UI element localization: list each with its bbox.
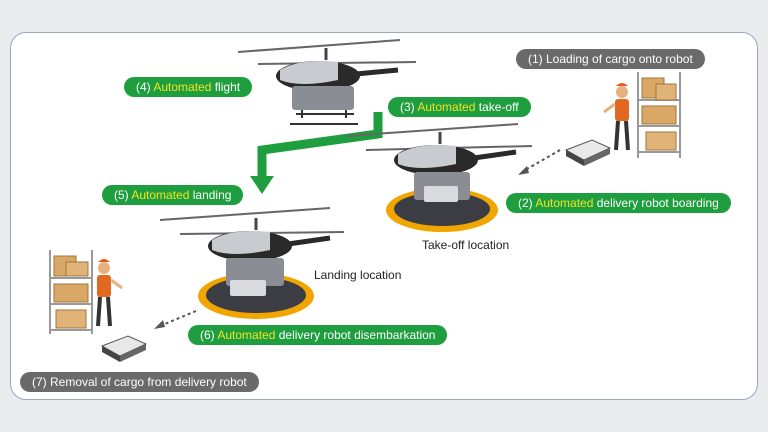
cargo-shelf-icon-loading [637,72,681,158]
step-7-text: (7) Removal of cargo from delivery robot [32,375,247,389]
worker-icon-loading [603,83,630,151]
step-3-label: (3) Automated take-off [388,97,531,117]
helicopter-takeoff-icon [345,123,533,202]
takeoff-location-label: Take-off location [422,238,510,252]
pad-to-robot-arrow [154,310,197,329]
step-5-text: landing [189,188,232,202]
step-6-highlight: Automated [217,328,276,342]
flight-path-arrow [250,112,383,194]
step-4-highlight: Automated [153,80,212,94]
step-5-number: (5) [114,188,132,202]
cargo-shelf-icon-unloading [49,250,93,334]
step-6-number: (6) [200,328,218,342]
step-6-text: delivery robot disembarkation [275,328,436,342]
worker-icon-unloading [96,259,123,327]
step-7-label: (7) Removal of cargo from delivery robot [20,372,259,392]
step-3-highlight: Automated [417,100,476,114]
step-2-highlight: Automated [535,196,594,210]
step-2-text: delivery robot boarding [593,196,719,210]
step-4-label: (4) Automated flight [124,77,253,97]
step-1-text: (1) Loading of cargo onto robot [528,52,693,66]
step-6-label: (6) Automated delivery robot disembarkat… [188,325,448,345]
step-2-label: (2) Automated delivery robot boarding [506,193,731,213]
delivery-robot-icon-loading [564,139,612,166]
step-3-text: take-off [475,100,519,114]
step-1-label: (1) Loading of cargo onto robot [516,49,705,69]
helicopter-landing-icon [159,207,345,296]
step-4-text: flight [211,80,241,94]
step-4-number: (4) [136,80,154,94]
step-5-highlight: Automated [131,188,190,202]
step-5-label: (5) Automated landing [102,185,244,205]
helicopter-flight-icon [237,39,417,125]
robot-to-pad-arrow [518,149,561,175]
takeoff-pad [386,188,498,232]
landing-location-label: Landing location [314,268,402,282]
delivery-robot-icon-unloading [100,335,148,362]
step-3-number: (3) [400,100,418,114]
step-2-number: (2) [518,196,536,210]
